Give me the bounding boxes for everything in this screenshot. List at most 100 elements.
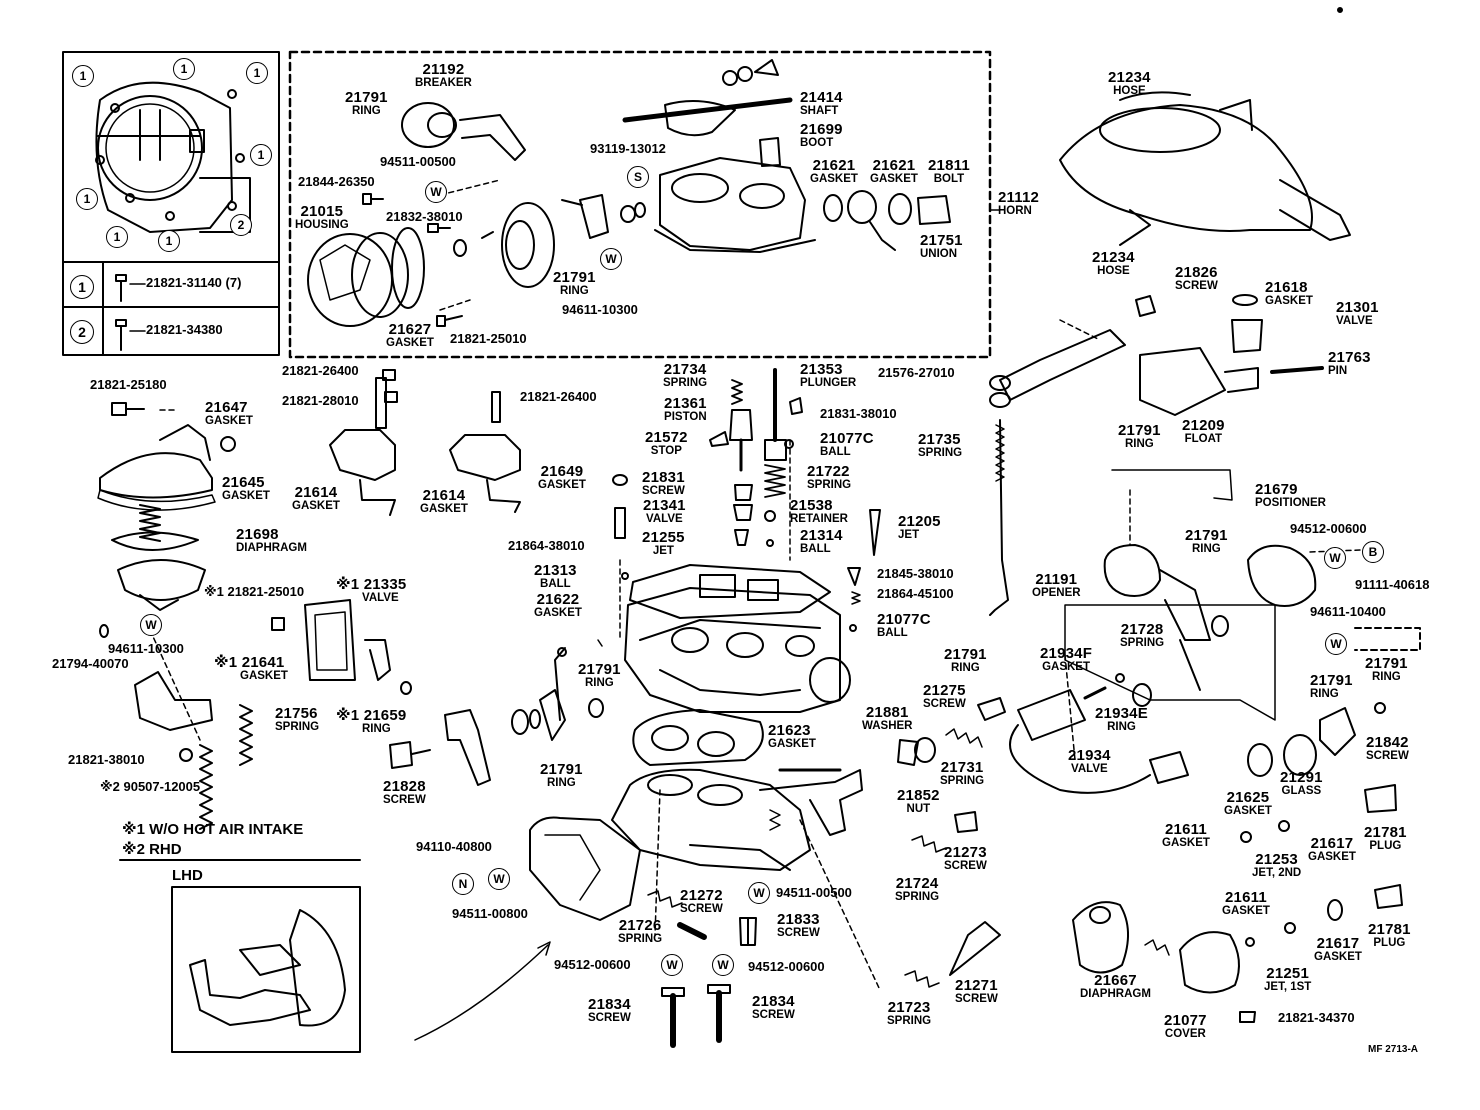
lhd-label: LHD [172, 867, 203, 884]
legend-marker-1-right: 1 [250, 144, 272, 166]
callout-21821-25010: 21821-25010 [450, 331, 527, 346]
bolt-symbol: B [1362, 541, 1384, 563]
callout-21821-26400-b: 21821-26400 [520, 389, 597, 404]
legend-marker-1-top-right: 1 [246, 62, 268, 84]
washer-symbol: W [140, 614, 162, 636]
legend-marker-1-left: 1 [76, 188, 98, 210]
legend-marker-1-top: 1 [173, 58, 195, 80]
washer-symbol: W [488, 868, 510, 890]
note-2: ※2 RHD [122, 841, 182, 858]
callout-21832-38010: 21832-38010 [386, 209, 463, 224]
callout-21844-26350: 21844-26350 [298, 174, 375, 189]
callout-21845-38010: 21845-38010 [877, 566, 954, 581]
callout-21831-38010: 21831-38010 [820, 406, 897, 421]
legend-marker-1-top-left: 1 [72, 65, 94, 87]
callout-94512-00600-a: 94512-00600 [1290, 521, 1367, 536]
seal-symbol: S [627, 166, 649, 188]
callout-21864-38010: 21864-38010 [508, 538, 585, 553]
callout-note1-21821-25010: ※1 21821-25010 [204, 584, 305, 599]
callout-21864-45100: 21864-45100 [877, 586, 954, 601]
figure-code: MF 2713-A [1368, 1044, 1419, 1055]
washer-symbol: W [425, 181, 447, 203]
legend-box-art [62, 51, 280, 356]
callout-94110-40800: 94110-40800 [416, 839, 492, 854]
washer-symbol: W [712, 954, 734, 976]
washer-symbol: W [600, 248, 622, 270]
callout-note2-90507-12005: ※2 90507-12005 [100, 779, 201, 794]
legend-row2-marker: 2 [70, 320, 94, 344]
callout-94511-00500-b: 94511-00500 [776, 885, 852, 900]
washer-symbol: W [1324, 547, 1346, 569]
callout-21821-28010: 21821-28010 [282, 393, 359, 408]
washer-symbol: W [748, 882, 770, 904]
note-1: ※1 W/O HOT AIR INTAKE [122, 821, 304, 838]
callout-94611-10300: 94611-10300 [562, 302, 638, 317]
callout-94512-00600-c: 94512-00600 [748, 959, 825, 974]
callout-21821-26400-a: 21821-26400 [282, 363, 359, 378]
callout-94511-00800: 94511-00800 [452, 906, 528, 921]
legend-row1-part: 21821-31140 (7) [146, 275, 242, 290]
